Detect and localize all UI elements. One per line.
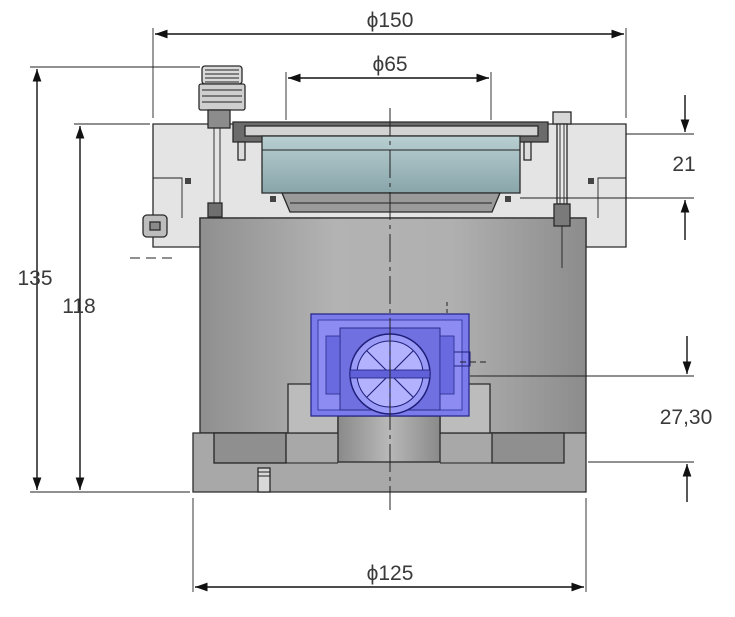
dim-phi150: ϕ150 xyxy=(155,9,624,39)
sensor-housing xyxy=(142,65,627,493)
extension-lines xyxy=(30,28,694,592)
dim-135: 135 xyxy=(17,69,53,490)
dim-27-30: 27,30 xyxy=(660,336,713,502)
dim-label-phi125: ϕ125 xyxy=(367,562,414,585)
dim-phi125: ϕ125 xyxy=(195,562,584,592)
window-glass xyxy=(261,135,521,194)
dim-label-27-30: 27,30 xyxy=(660,406,713,429)
dim-21: 21 xyxy=(672,95,696,240)
dim-label-21: 21 xyxy=(672,153,695,176)
center-line xyxy=(130,108,490,510)
dim-phi65: ϕ65 xyxy=(288,53,489,83)
bolt-icon xyxy=(552,111,572,268)
dim-label-phi65: ϕ65 xyxy=(372,53,407,76)
clamp-icon xyxy=(142,214,168,238)
dim-label-118: 118 xyxy=(62,295,95,318)
dim-label-phi150: ϕ150 xyxy=(367,9,414,32)
dim-118: 118 xyxy=(62,126,96,490)
connector-icon xyxy=(198,65,246,218)
screw-icon xyxy=(237,141,532,161)
dim-label-135: 135 xyxy=(17,267,52,290)
